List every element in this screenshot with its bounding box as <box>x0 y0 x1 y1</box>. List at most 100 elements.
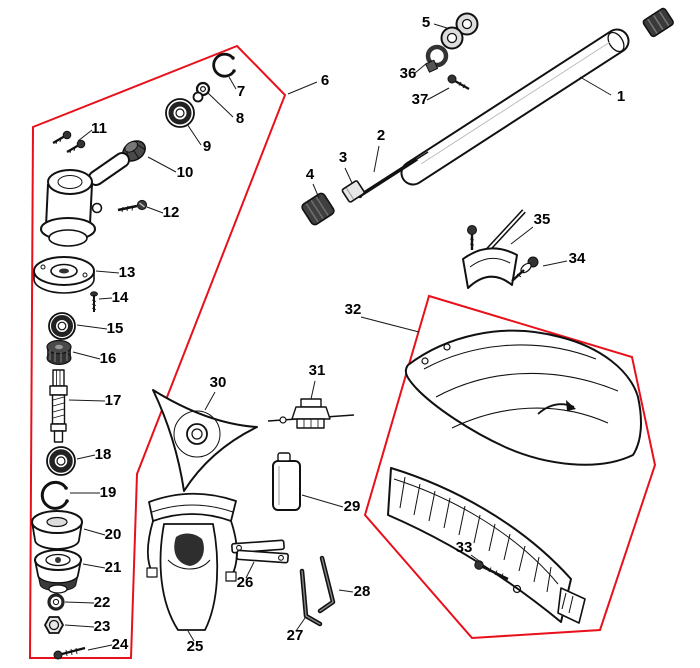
part-24-head-screw <box>53 646 86 660</box>
part-20-head-housing-cup <box>31 510 83 550</box>
part-label-24: 24 <box>112 636 129 653</box>
part-labels: 1 2 3 4 5 6 7 8 9 10 11 12 13 14 15 16 1… <box>91 14 625 655</box>
part-label-5: 5 <box>422 14 430 31</box>
part-23-lock-nut <box>44 616 64 634</box>
leader-29 <box>301 494 344 508</box>
leader-6 <box>287 81 318 95</box>
part-31-cutter-head-adapter <box>267 398 355 429</box>
red-group-outline-gearhead <box>28 44 287 659</box>
part-3-shaft-sleeve <box>341 180 365 203</box>
leader-30 <box>204 391 216 411</box>
part-21-trimmer-head-body <box>34 549 82 594</box>
part-32-safety-guard <box>387 329 642 624</box>
leader-17 <box>68 399 106 402</box>
part-label-31: 31 <box>309 362 326 379</box>
part-27-hex-key-long <box>299 568 323 627</box>
part-14-set-screw <box>90 291 98 312</box>
leader-8 <box>207 92 234 118</box>
part-25-shoulder-harness <box>146 492 238 631</box>
leader-21 <box>82 563 106 569</box>
leader-12 <box>146 206 164 214</box>
part-label-20: 20 <box>105 526 122 543</box>
part-label-28: 28 <box>354 583 371 600</box>
leader-11 <box>77 129 93 142</box>
leader-25 <box>187 630 195 642</box>
part-label-10: 10 <box>177 164 194 181</box>
shaft-end-cap <box>642 7 674 38</box>
part-label-9: 9 <box>203 138 211 155</box>
part-label-22: 22 <box>94 594 111 611</box>
red-group-outline-guard <box>363 294 657 640</box>
part-9-bearing <box>165 91 204 128</box>
part-label-33: 33 <box>456 539 473 556</box>
part-label-34: 34 <box>569 250 586 267</box>
leader-33 <box>470 554 483 564</box>
part-34-bracket-bolt <box>511 256 539 282</box>
part-36-cable-clamp <box>425 44 449 73</box>
leader-16 <box>72 351 101 360</box>
leader-13 <box>95 270 120 274</box>
leader-27 <box>295 617 306 632</box>
part-label-13: 13 <box>119 264 136 281</box>
leader-5 <box>433 23 448 29</box>
part-label-3: 3 <box>339 149 347 166</box>
part-26-wrench-tool <box>231 539 289 564</box>
leader-2 <box>373 145 380 173</box>
part-label-26: 26 <box>237 574 254 591</box>
part-11-housing-screws <box>52 130 86 154</box>
group-outlines <box>28 44 657 659</box>
part-label-25: 25 <box>187 638 204 655</box>
parts-artwork <box>31 7 674 660</box>
leader-3 <box>344 167 353 184</box>
part-4-coupler-nut <box>301 192 335 226</box>
part-label-1: 1 <box>617 88 625 105</box>
part-37-clamp-screw <box>447 74 470 90</box>
part-17-output-shaft <box>49 369 68 443</box>
part-label-19: 19 <box>100 484 117 501</box>
part-label-32: 32 <box>345 301 362 318</box>
part-7-snap-ring <box>212 52 236 78</box>
part-22-cup-washer <box>47 593 65 611</box>
leader-10 <box>147 156 177 173</box>
leader-4 <box>312 183 320 199</box>
leader-37 <box>426 87 450 101</box>
part-label-15: 15 <box>107 320 124 337</box>
leader-35 <box>510 226 534 245</box>
leader-lines <box>64 23 612 651</box>
part-label-8: 8 <box>236 110 244 127</box>
leader-9 <box>186 123 202 146</box>
part-33-guard-screw <box>474 560 522 594</box>
leader-24 <box>87 644 113 651</box>
part-29-grease-tube <box>272 452 301 511</box>
leader-32 <box>360 316 420 333</box>
part-1-shaft-tube <box>400 28 630 186</box>
part-label-23: 23 <box>94 618 111 635</box>
part-label-35: 35 <box>534 211 551 228</box>
part-label-30: 30 <box>210 374 227 391</box>
leader-26 <box>245 561 255 579</box>
part-18-bearing-lower <box>46 446 76 476</box>
part-16-drive-gear <box>46 339 72 365</box>
part-label-29: 29 <box>344 498 361 515</box>
leader-28 <box>338 589 354 593</box>
leader-7 <box>228 76 237 90</box>
part-15-bearing-upper <box>48 312 76 340</box>
part-label-17: 17 <box>105 392 122 409</box>
part-label-21: 21 <box>105 559 122 576</box>
part-13-flange-cup <box>33 256 95 294</box>
leader-34 <box>542 260 568 267</box>
part-label-37: 37 <box>412 91 429 108</box>
part-19-snap-ring-large <box>40 480 69 510</box>
leader-31 <box>310 380 316 400</box>
part-5-hanger-clamp <box>440 12 479 50</box>
part-label-7: 7 <box>237 83 245 100</box>
part-label-16: 16 <box>100 350 117 367</box>
part-label-14: 14 <box>112 289 129 306</box>
part-28-hex-key-short <box>317 555 336 614</box>
part-12-housing-screw <box>117 199 148 213</box>
part-30-tri-blade <box>152 389 258 492</box>
leader-22 <box>64 601 95 604</box>
part-label-12: 12 <box>163 204 180 221</box>
